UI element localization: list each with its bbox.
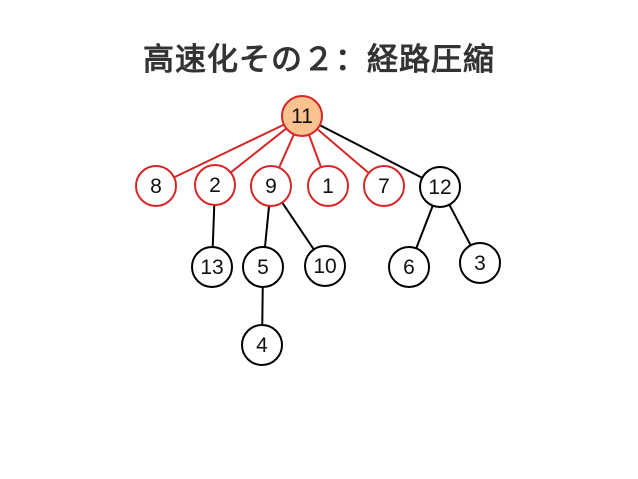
node-circle (363, 165, 405, 207)
node-label: 6 (403, 256, 415, 279)
node-label: 13 (200, 256, 223, 279)
node-12: 12 (419, 166, 461, 208)
node-circle (194, 164, 236, 206)
node-label: 10 (313, 255, 336, 278)
node-label: 11 (291, 105, 313, 128)
node-label: 3 (474, 252, 486, 275)
edge-11-9 (278, 133, 295, 169)
edge-12-6 (415, 205, 434, 249)
edge-9-10 (281, 202, 315, 250)
node-3: 3 (459, 242, 501, 284)
node-label: 4 (256, 334, 268, 357)
node-circle (135, 165, 177, 207)
edge-11-8 (173, 123, 285, 179)
node-circle (419, 166, 461, 208)
node-8: 8 (135, 165, 177, 207)
node-6: 6 (388, 246, 430, 288)
node-9: 9 (250, 165, 292, 207)
node-10: 10 (304, 245, 346, 287)
node-label: 1 (322, 175, 334, 198)
node-circle (241, 324, 283, 366)
node-circle (281, 95, 323, 137)
node-circle (304, 245, 346, 287)
edge-12-3 (448, 204, 472, 246)
edge-layer (173, 123, 472, 326)
node-circle (307, 165, 349, 207)
node-13: 13 (191, 246, 233, 288)
node-7: 7 (363, 165, 405, 207)
node-label: 12 (428, 176, 451, 199)
node-11: 11 (281, 95, 323, 137)
node-circle (388, 246, 430, 288)
edge-11-12 (319, 124, 423, 179)
node-label: 9 (265, 175, 277, 198)
node-label: 8 (150, 175, 162, 198)
node-5: 5 (242, 246, 284, 288)
node-circle (459, 242, 501, 284)
node-circle (191, 246, 233, 288)
edge-11-2 (230, 127, 287, 174)
node-label: 7 (378, 175, 390, 198)
slide-title: 高速化その２：経路圧縮 (143, 42, 495, 78)
node-circle (250, 165, 292, 207)
node-4: 4 (241, 324, 283, 366)
node-label: 5 (257, 256, 269, 279)
node-label: 2 (209, 174, 221, 197)
node-2: 2 (194, 164, 236, 206)
edge-11-7 (316, 128, 370, 174)
edge-9-5 (263, 205, 271, 248)
edge-2-13 (211, 204, 216, 248)
edge-11-1 (308, 134, 322, 168)
node-circle (242, 246, 284, 288)
node-1: 1 (307, 165, 349, 207)
node-layer: 11 8 2 9 1 7 12 13 5 10 6 3 4 (135, 95, 501, 366)
